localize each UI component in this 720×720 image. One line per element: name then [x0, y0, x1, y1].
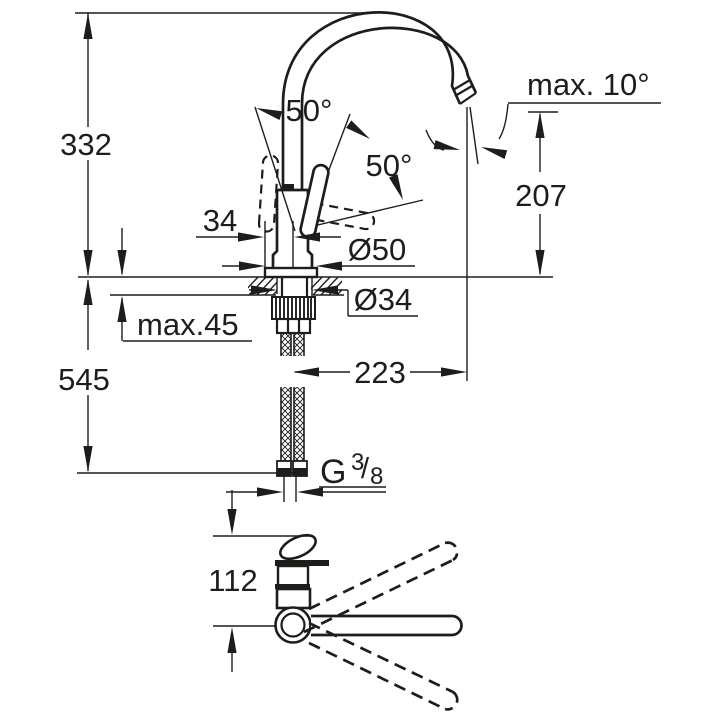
- dim-label-50-left: 50°: [286, 93, 333, 128]
- dim-lever-angle-50-right: 50°: [366, 148, 413, 202]
- faucet-side-view: [274, 533, 463, 711]
- swivel-arc-left: [425, 129, 445, 151]
- dim-hole-diameter-34: Ø34: [249, 282, 418, 317]
- label-connection-thread-g38: G 3 / 8: [226, 449, 386, 497]
- side-lever-bar: [275, 560, 329, 566]
- tilt-line: [469, 106, 479, 165]
- side-shank-inner: [280, 612, 306, 638]
- riser-pipe: [281, 104, 304, 190]
- base-flange: [263, 266, 319, 279]
- thread-denominator: 8: [370, 463, 383, 490]
- spout-arc: [281, 11, 478, 105]
- supply-hose-right: [293, 332, 305, 463]
- connection-nipples: [283, 476, 297, 502]
- lever-position-dashed-left: [257, 154, 280, 233]
- dim-label-207: 207: [515, 178, 567, 213]
- dim-base-diameter-50: Ø50: [222, 232, 415, 271]
- dim-label-50-right: 50°: [366, 148, 413, 183]
- dim-below-deck-545: 545: [58, 279, 110, 472]
- side-lever-neck: [276, 564, 310, 588]
- dimension-annotations: 332 545 max. 10° 207 50°: [58, 12, 661, 672]
- dim-outlet-height-207: 207: [515, 111, 567, 276]
- dim-lever-angle-50-left: 50°: [254, 93, 373, 143]
- note-label-max10: max. 10°: [527, 67, 650, 102]
- spout-nozzle: [452, 79, 477, 105]
- thread-numerator: 3: [351, 449, 364, 476]
- angle-line-left: [254, 106, 296, 232]
- lever-solid: [299, 163, 330, 239]
- side-body-band: [275, 584, 310, 589]
- supply-hose-left: [280, 332, 292, 463]
- swivel-arc-right: [498, 103, 509, 140]
- side-spout-dashed-down: [308, 621, 459, 711]
- thread-letter: G: [320, 453, 346, 491]
- side-lever-grip: [279, 533, 317, 561]
- hose-fitting-right: [292, 460, 308, 477]
- hex-nut: [275, 317, 312, 335]
- counter-hatch-left: [248, 277, 277, 295]
- cartridge-tab: [283, 184, 294, 190]
- dim-deck-thickness-max45: max.45: [117, 228, 252, 342]
- dim-label-max45: max.45: [137, 307, 239, 342]
- counter-hatch-right: [311, 277, 342, 295]
- side-body: [275, 587, 312, 610]
- thread-slash: /: [361, 453, 370, 485]
- lever-position-dashed-right: [303, 201, 376, 231]
- dim-spout-reach-223: 223: [293, 107, 468, 390]
- side-spout-solid: [311, 614, 463, 637]
- side-spout-dashed-up: [303, 541, 459, 634]
- dim-label-d34: Ø34: [354, 282, 413, 317]
- dim-label-34: 34: [203, 203, 237, 238]
- dim-label-d50: Ø50: [348, 232, 407, 267]
- note-max-tilt-10deg: max. 10°: [425, 67, 661, 165]
- hose-fitting-left: [276, 460, 292, 477]
- dim-center-offset-34: 34: [196, 203, 341, 267]
- counter-hole-edges: [276, 277, 313, 294]
- fastening-nut: [271, 296, 316, 320]
- faucet-front-view: [77, 11, 478, 502]
- dim-label-223: 223: [354, 355, 406, 390]
- dim-overall-height-332: 332: [60, 13, 112, 276]
- angle-line-forward: [304, 199, 424, 229]
- dim-handle-height-112: 112: [208, 490, 312, 672]
- dim-label-112: 112: [208, 563, 257, 598]
- mounting-shank: [280, 277, 309, 297]
- dim-label-332: 332: [60, 127, 112, 162]
- dim-label-545: 545: [58, 362, 110, 397]
